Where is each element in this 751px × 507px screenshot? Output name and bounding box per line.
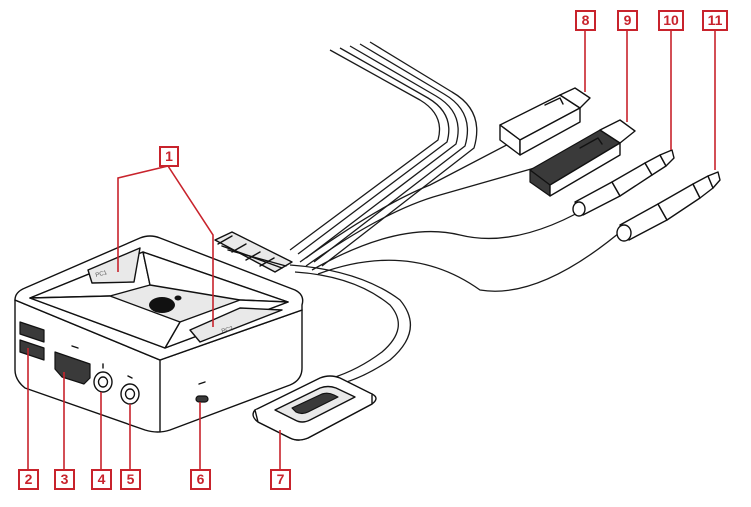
usb-c-connector bbox=[252, 375, 377, 441]
pc2-label: PC2 bbox=[221, 326, 234, 335]
callout-8: 8 bbox=[575, 10, 596, 31]
callout-1: 1 bbox=[159, 146, 179, 167]
svg-text:7: 7 bbox=[277, 471, 285, 487]
audio-plug-icon bbox=[572, 149, 675, 217]
pc1-button bbox=[87, 247, 141, 284]
svg-text:8: 8 bbox=[582, 12, 590, 28]
pc1-label: PC1 bbox=[95, 270, 108, 279]
logo-icon bbox=[149, 295, 182, 313]
svg-text:6: 6 bbox=[197, 471, 205, 487]
svg-text:1: 1 bbox=[165, 148, 173, 164]
callout-5: 5 bbox=[120, 469, 141, 490]
leader-lines bbox=[27, 30, 716, 470]
usb-c-port-icon bbox=[195, 381, 209, 403]
svg-text:9: 9 bbox=[624, 12, 632, 28]
audio-plug-icon bbox=[616, 171, 721, 242]
usb-a-plug-icon bbox=[499, 87, 591, 156]
svg-text:11: 11 bbox=[708, 12, 723, 28]
callout-6: 6 bbox=[190, 469, 211, 490]
svg-text:5: 5 bbox=[127, 471, 135, 487]
svg-text:10: 10 bbox=[663, 12, 679, 28]
callout-10: 10 bbox=[658, 10, 684, 31]
usb-a-ports bbox=[19, 321, 45, 361]
callout-7: 7 bbox=[270, 469, 291, 490]
usb-a-plug-icon bbox=[529, 119, 636, 197]
svg-text:4: 4 bbox=[98, 471, 106, 487]
strain-relief bbox=[214, 231, 293, 273]
callout-11: 11 bbox=[702, 10, 728, 31]
pc2-button bbox=[189, 307, 283, 343]
callout-9: 9 bbox=[617, 10, 638, 31]
callout-3: 3 bbox=[54, 469, 75, 490]
callout-4: 4 bbox=[91, 469, 112, 490]
cable-bundle bbox=[289, 41, 626, 386]
svg-text:2: 2 bbox=[25, 471, 33, 487]
mic-icon bbox=[93, 363, 113, 393]
callout-2: 2 bbox=[18, 469, 39, 490]
svg-text:3: 3 bbox=[61, 471, 69, 487]
kvm-device: PC1 PC2 bbox=[14, 235, 304, 433]
